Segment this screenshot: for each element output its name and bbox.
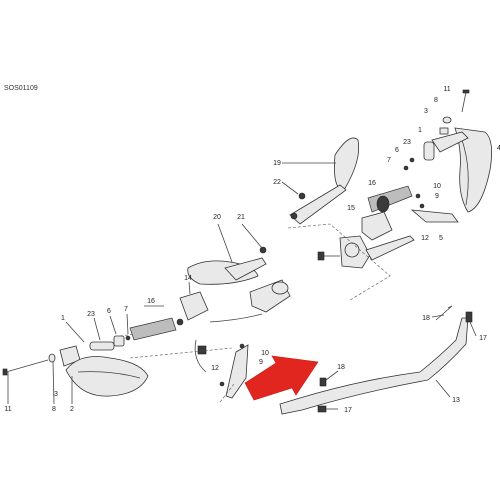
callout: 10 (433, 183, 441, 190)
callout: 16 (368, 180, 376, 187)
callout: 2 (70, 406, 74, 413)
screw-9-left (239, 343, 245, 349)
callout: 8 (52, 406, 56, 413)
screw-6-bottom (125, 335, 131, 341)
callout: 9 (435, 193, 439, 200)
grip-16-top (367, 185, 413, 213)
connector-left (197, 345, 207, 355)
callout: 7 (387, 157, 391, 164)
callout: 17 (479, 335, 487, 342)
callout: 20 (213, 214, 221, 221)
callout: 22 (273, 179, 281, 186)
mirror-stem-20 (224, 257, 267, 281)
lever-top (365, 235, 415, 261)
callout: 11 (443, 86, 450, 93)
right-handguard-assembly (287, 89, 493, 301)
callout: 9 (259, 359, 263, 366)
callout: 15 (347, 205, 355, 212)
bolt-10-top (415, 193, 421, 199)
screw-22-top (298, 192, 306, 200)
callout: 1 (61, 315, 65, 322)
handguard-bottom (65, 356, 149, 397)
screw-21 (259, 246, 267, 254)
bolt-9-top (419, 203, 425, 209)
grip-16-bottom (129, 317, 177, 341)
callout: 1 (418, 127, 422, 134)
left-handguard-assembly (2, 317, 184, 397)
reservoir-top (344, 242, 360, 258)
handlebar-callouts: 18 17 18 13 17 (325, 314, 487, 414)
callout: 13 (452, 397, 460, 404)
grip-end-top (376, 195, 390, 213)
clip-17-top (465, 311, 473, 323)
callout: 16 (147, 298, 155, 305)
switch-15-top (361, 211, 393, 241)
diagram-code: SOS01109 (4, 85, 38, 92)
washer-8-bottom (48, 353, 56, 363)
left-callouts: 1 23 6 7 16 10 9 12 (61, 298, 269, 372)
bottom-callouts: 11 8 3 2 (4, 361, 74, 413)
callout: 18 (422, 315, 430, 322)
callout: 4 (497, 145, 500, 152)
bolt-11-top (461, 91, 467, 113)
callout: 3 (424, 108, 428, 115)
callout: 7 (124, 306, 128, 313)
screw-7-top (403, 165, 409, 171)
clip-17-bottom (317, 405, 327, 413)
callout: 21 (237, 214, 245, 221)
mirror-stem-top (289, 184, 347, 225)
callout: 19 (273, 160, 281, 167)
spacer-3-top (439, 127, 449, 135)
lever-12-left (225, 344, 249, 399)
bolt-head-top (462, 89, 470, 94)
top-callouts: 11 8 3 1 23 6 7 16 10 9 15 12 5 19 22 4 (273, 86, 500, 242)
callout: 12 (421, 235, 429, 242)
handlebar-assembly (279, 305, 473, 415)
callout: 6 (395, 147, 399, 154)
callout: 10 (261, 350, 269, 357)
bar-end-1-bottom (89, 341, 115, 351)
screw-10-bottom (176, 318, 184, 326)
washer-8-top (442, 116, 452, 124)
callout: 3 (54, 391, 58, 398)
screw-6-top (409, 157, 415, 163)
handguard-top (454, 127, 493, 213)
bush-18 (319, 377, 327, 387)
mirror-19-top (334, 137, 360, 191)
bolt-11-bottom (5, 359, 49, 373)
callout: 23 (403, 139, 411, 146)
callout: 23 (87, 311, 95, 318)
left-mirror-switch-assembly (119, 223, 291, 403)
callout: 17 (344, 407, 352, 414)
callout: 12 (211, 365, 219, 372)
callout: 11 (4, 406, 11, 413)
bar-end-23-top (423, 141, 435, 161)
bracket-1-top (431, 131, 469, 153)
clutch-reservoir (271, 281, 289, 295)
callout: 5 (439, 235, 443, 242)
screw-12-left (219, 381, 225, 387)
lever-guard-top (410, 209, 459, 223)
red-indicator-arrow (244, 355, 319, 401)
weight-23-bottom (113, 335, 125, 347)
switch-14 (179, 291, 209, 321)
callout: 14 (184, 275, 192, 282)
callout: 6 (107, 308, 111, 315)
callout: 8 (434, 97, 438, 104)
connector-top (317, 251, 325, 261)
middle-callouts: 20 21 14 (184, 214, 245, 282)
callout: 18 (337, 364, 345, 371)
